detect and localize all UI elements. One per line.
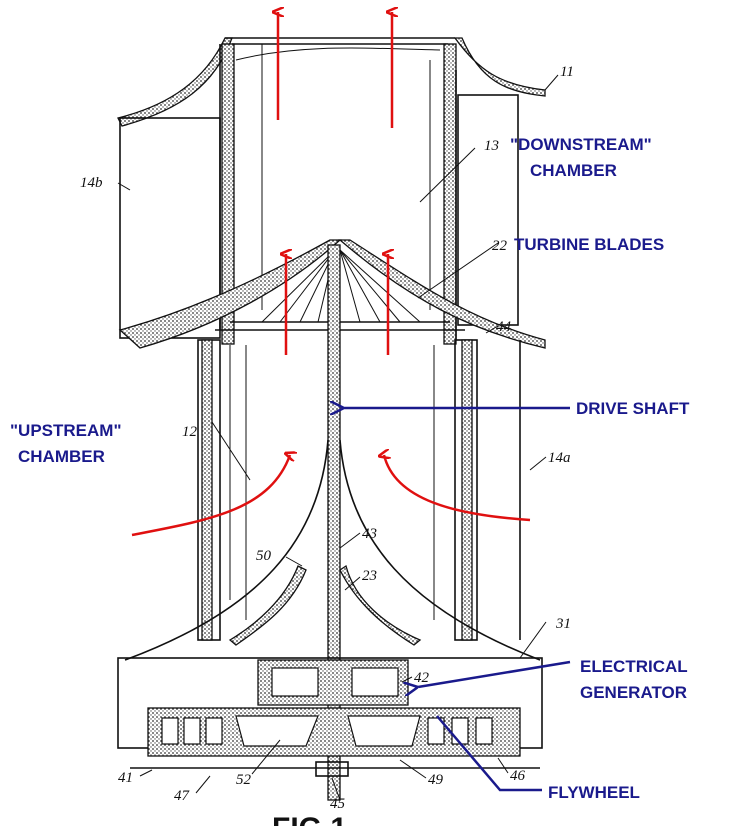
- ref-47: 47: [174, 788, 191, 804]
- generator-base: [117, 657, 543, 777]
- callout-labels: "DOWNSTREAM" CHAMBER TURBINE BLADES DRIV…: [10, 135, 690, 802]
- ref-45: 45: [330, 796, 346, 812]
- ref-42: 42: [414, 670, 430, 686]
- downstream-chamber-housing: [117, 37, 546, 345]
- ref-13: 13: [484, 138, 499, 154]
- ref-11: 11: [560, 64, 574, 80]
- label-flywheel: FLYWHEEL: [548, 783, 640, 802]
- ref-44: 44: [496, 319, 512, 335]
- figure-caption: FIG 1: [272, 812, 347, 826]
- reference-numerals: 11 13 14b 22 44 12 14a 43 50 23 42 31 41…: [80, 64, 574, 812]
- label-turbine-blades: TURBINE BLADES: [514, 235, 664, 254]
- label-downstream-line2: CHAMBER: [530, 161, 617, 180]
- callout-arrows: [344, 408, 571, 792]
- ref-31: 31: [555, 616, 571, 632]
- label-electrical-line2: GENERATOR: [580, 683, 687, 702]
- guide-vanes: [124, 439, 541, 661]
- label-drive-shaft: DRIVE SHAFT: [576, 399, 690, 418]
- ref-14a: 14a: [548, 450, 571, 466]
- ref-22: 22: [492, 238, 508, 254]
- ref-49: 49: [428, 772, 444, 788]
- ref-46: 46: [510, 768, 526, 784]
- ref-14b: 14b: [80, 175, 103, 191]
- ref-50: 50: [256, 548, 272, 564]
- ref-41: 41: [118, 770, 133, 786]
- airflow-arrows: [131, 12, 531, 537]
- leader-lines: [117, 74, 559, 801]
- ref-23: 23: [362, 568, 377, 584]
- label-downstream-line1: "DOWNSTREAM": [510, 135, 652, 154]
- ref-12: 12: [182, 424, 198, 440]
- ref-52: 52: [236, 772, 252, 788]
- label-electrical-line1: ELECTRICAL: [580, 657, 688, 676]
- ref-43: 43: [362, 526, 377, 542]
- upstream-chamber-housing: [197, 339, 521, 641]
- label-upstream-line2: CHAMBER: [18, 447, 105, 466]
- label-upstream-line1: "UPSTREAM": [10, 421, 122, 440]
